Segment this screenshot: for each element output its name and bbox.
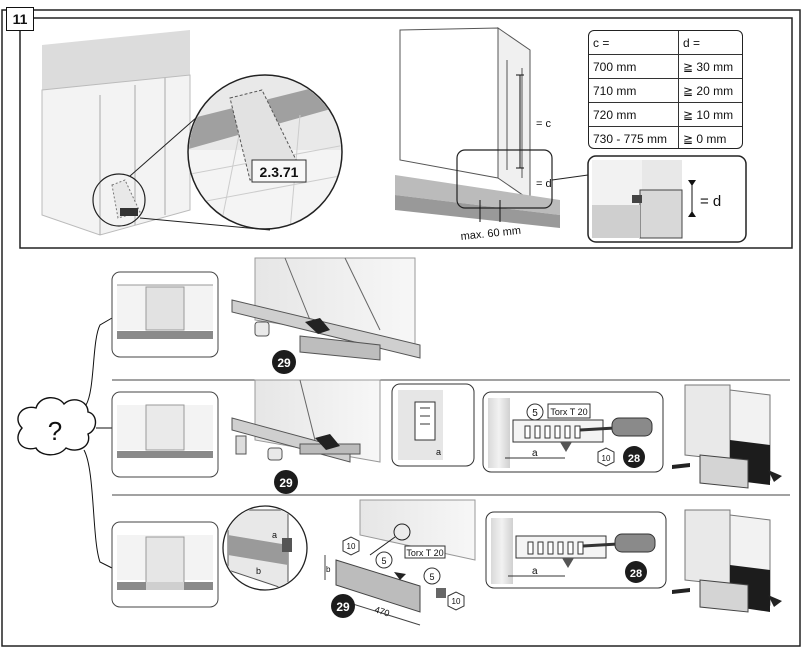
max-gap-label: max. 60 mm	[460, 225, 521, 243]
table-header-c: c =	[589, 31, 679, 55]
dim-470-label: 470	[373, 604, 390, 618]
variant-1: 29	[111, 257, 421, 374]
table-row: 700 mm ≧ 30 mm	[589, 54, 742, 79]
screw-10-label-row3a: 10	[347, 542, 356, 551]
table-cell-d: ≧ 10 mm	[678, 102, 742, 127]
dim-a-label-row2: a	[532, 448, 538, 459]
level-display-text: 2.3.71	[260, 164, 299, 180]
dim-a-label-row3-detail: a	[272, 530, 277, 540]
dim-a-label-row3: a	[532, 566, 538, 577]
part-28-label-row2: 28	[628, 453, 640, 465]
table-cell-c: 710 mm	[589, 78, 679, 103]
table-cell-d: ≧ 30 mm	[678, 54, 742, 79]
step-number: 11	[6, 7, 34, 31]
dim-a-label-row2-detail: a	[436, 447, 441, 457]
part-29-label-3: 29	[336, 600, 350, 614]
question-cloud: ?	[17, 317, 113, 569]
screw-10-label-row3b: 10	[452, 597, 461, 606]
part-29-label-1: 29	[277, 356, 291, 370]
table-row: 710 mm ≧ 20 mm	[589, 78, 742, 103]
dim-d-small-label: = d	[536, 178, 552, 190]
table-cell-c: 700 mm	[589, 54, 679, 79]
table-header-row: c = d =	[589, 31, 742, 55]
screw-10-label-row2: 10	[602, 454, 611, 463]
screw-5-label-row3a: 5	[381, 556, 386, 566]
outer-frame	[1, 9, 801, 647]
torx-label-row3: Torx T 20	[406, 548, 443, 558]
table-header-d: d =	[678, 31, 742, 55]
torx-label-row2: Torx T 20	[550, 407, 587, 417]
table-cell-c: 720 mm	[589, 102, 679, 127]
part-28-label-row3: 28	[630, 568, 642, 580]
table-cell-c: 730 - 775 mm	[589, 126, 679, 148]
variant-3: a b Torx T 20 b 470 10 5 5 10 29	[111, 499, 782, 626]
table-cell-d: ≧ 20 mm	[678, 78, 742, 103]
dim-b-label-row3-detail: b	[256, 566, 261, 576]
table-row: 720 mm ≧ 10 mm	[589, 102, 742, 127]
dimension-table-grid: c = d = 700 mm ≧ 30 mm 710 mm ≧ 20 mm 72…	[589, 31, 742, 148]
kitchen-level-illustration: 2.3.71	[41, 30, 343, 236]
dim-c-label: = c	[536, 118, 551, 130]
screw-5-label-row2: 5	[532, 408, 538, 419]
niche-diagram: = c = d max. 60 mm = d	[395, 27, 747, 243]
question-mark: ?	[48, 416, 62, 446]
dim-b-label-row3: b	[326, 565, 331, 574]
top-panel-frame	[19, 17, 793, 249]
dimension-table: c = d = 700 mm ≧ 30 mm 710 mm ≧ 20 mm 72…	[588, 30, 743, 149]
table-cell-d: ≧ 0 mm	[683, 131, 727, 146]
variant-2: 29 a 5 Torx T 20 a 10 28	[111, 379, 782, 494]
table-row: 730 - 775 mm ≧ 0 mm	[589, 126, 742, 148]
dim-d-large-label: = d	[700, 193, 721, 210]
part-29-label-2: 29	[279, 476, 293, 490]
screw-5-label-row3b: 5	[429, 572, 434, 582]
